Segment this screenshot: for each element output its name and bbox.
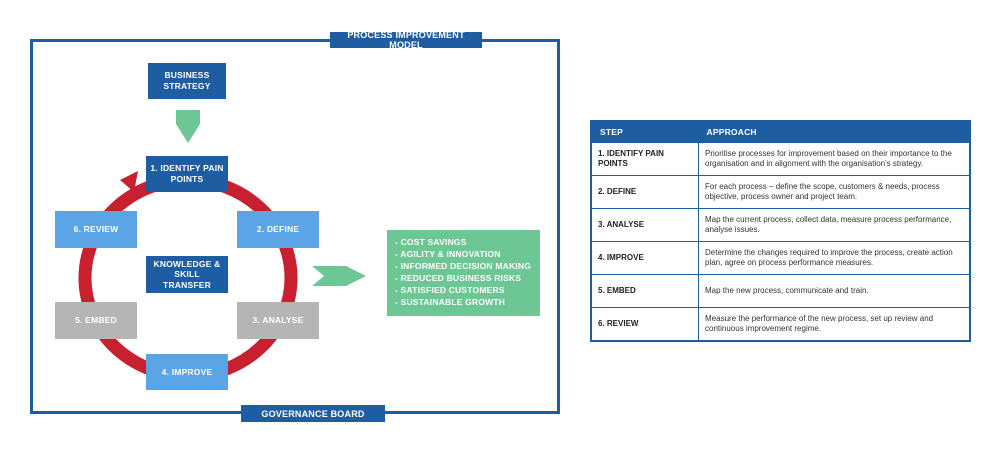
outcomes-box: COST SAVINGS AGILITY & INNOVATION INFORM… [387, 230, 540, 316]
outcome-item: COST SAVINGS [395, 236, 532, 248]
table-row: 1. IDENTIFY PAIN POINTS Prioritise proce… [590, 142, 971, 176]
outcome-item: INFORMED DECISION MAKING [395, 260, 532, 272]
table-row: 3. ANALYSE Map the current process, coll… [590, 208, 971, 242]
step-cell: 3. ANALYSE [590, 208, 699, 242]
define-box: 2. DEFINE [237, 211, 319, 248]
approach-cell: Measure the performance of the new proce… [698, 307, 971, 342]
step-cell: 5. EMBED [590, 274, 699, 308]
embed-box: 5. EMBED [55, 302, 137, 339]
step-column-header: STEP [591, 121, 699, 143]
step-cell: 2. DEFINE [590, 175, 699, 209]
table-row: 4. IMPROVE Determine the changes require… [590, 241, 971, 275]
business-strategy-box: BUSINESS STRATEGY [148, 63, 226, 99]
approach-cell: Map the current process, collect data, m… [698, 208, 971, 242]
outcomes-list: COST SAVINGS AGILITY & INNOVATION INFORM… [395, 236, 532, 308]
approach-cell: Determine the changes required to improv… [698, 241, 971, 275]
table-row: 6. REVIEW Measure the performance of the… [590, 307, 971, 342]
improve-box: 4. IMPROVE [146, 354, 228, 390]
steps-table: STEP APPROACH 1. IDENTIFY PAIN POINTS Pr… [590, 120, 971, 342]
analyse-box: 3. ANALYSE [237, 302, 319, 339]
approach-cell: For each process – define the scope, cus… [698, 175, 971, 209]
step-cell: 1. IDENTIFY PAIN POINTS [590, 142, 699, 176]
table-row: 5. EMBED Map the new process, communicat… [590, 274, 971, 308]
cycle-arrowhead [120, 171, 138, 192]
outcome-item: SATISFIED CUSTOMERS [395, 284, 532, 296]
step-cell: 6. REVIEW [590, 307, 699, 342]
strategy-down-arrow [176, 110, 200, 143]
review-box: 6. REVIEW [55, 211, 137, 248]
outcomes-right-arrow [312, 266, 366, 286]
identify-pain-points-box: 1. IDENTIFY PAIN POINTS [146, 156, 228, 192]
outcome-item: REDUCED BUSINESS RISKS [395, 272, 532, 284]
outcome-item: SUSTAINABLE GROWTH [395, 296, 532, 308]
step-cell: 4. IMPROVE [590, 241, 699, 275]
approach-column-header: APPROACH [698, 121, 970, 143]
model-title: PROCESS IMPROVEMENT MODEL [330, 30, 482, 50]
approach-cell: Map the new process, communicate and tra… [698, 274, 971, 308]
approach-cell: Prioritise processes for improvement bas… [698, 142, 971, 176]
table-row: 2. DEFINE For each process – define the … [590, 175, 971, 209]
governance-board-label: GOVERNANCE BOARD [241, 405, 385, 422]
outcome-item: AGILITY & INNOVATION [395, 248, 532, 260]
table-header-row: STEP APPROACH [591, 121, 970, 143]
knowledge-transfer-box: KNOWLEDGE & SKILL TRANSFER [146, 256, 228, 293]
